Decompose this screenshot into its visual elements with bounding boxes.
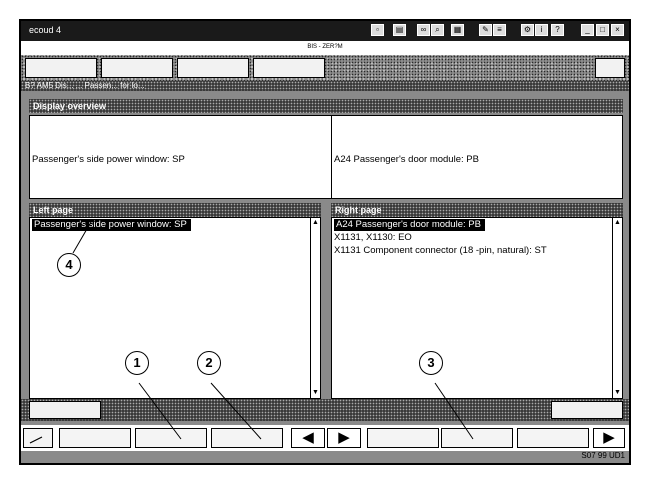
callout-1: 1 (125, 351, 149, 375)
status-button-left[interactable] (29, 401, 101, 419)
function-button-2[interactable] (135, 428, 207, 448)
right-page-scrollbar[interactable]: ▲ ▼ (612, 218, 622, 398)
window-subtitle: BIS - ZER?M (21, 41, 629, 55)
function-button-6[interactable] (517, 428, 589, 448)
toolbar-button-4[interactable] (253, 58, 325, 78)
callout-leaders (72, 221, 474, 440)
breadcrumb: B? AM5 Dis... ... Passen... for lo... (21, 81, 629, 91)
status-band (21, 399, 629, 421)
application-window: ecoud 4 ▫ ▤ ∞ ⌕ ▦ ✎ ≡ ⚙ i ? _ □ × BIS - … (19, 19, 631, 465)
search-icon[interactable]: ⌕ (431, 24, 444, 36)
app-title: ecoud 4 (29, 25, 62, 35)
minimize-icon[interactable]: _ (581, 24, 594, 36)
scroll-up-icon[interactable]: ▲ (312, 219, 319, 226)
prev-page-button[interactable]: ◀ (291, 428, 325, 448)
leader-line-1 (138, 382, 182, 440)
list-item[interactable]: X1131, X1130: EO (334, 232, 412, 243)
scroll-down-icon[interactable]: ▼ (614, 389, 621, 396)
leader-line-4 (72, 221, 92, 254)
corner-arrow-icon (29, 436, 43, 444)
display-overview-header: Display overview (29, 99, 623, 113)
document-icon[interactable]: ▤ (393, 24, 406, 36)
toolbar-button-right[interactable] (595, 58, 625, 78)
left-page-header: Left page (29, 203, 321, 217)
right-page-header: Right page (331, 203, 623, 217)
help-icon[interactable]: ? (551, 24, 564, 36)
scroll-down-icon[interactable]: ▼ (312, 389, 319, 396)
right-page-pane: A24 Passenger's door module: PB X1131, X… (331, 217, 623, 399)
close-icon[interactable]: × (611, 24, 624, 36)
overview-divider (331, 116, 332, 198)
next-page-button[interactable]: ▶ (327, 428, 361, 448)
corner-button[interactable] (23, 428, 53, 448)
callout-2: 2 (197, 351, 221, 375)
title-bar: ecoud 4 ▫ ▤ ∞ ⌕ ▦ ✎ ≡ ⚙ i ? _ □ × (21, 21, 629, 41)
function-bar: ◀ ▶ ▶ (21, 425, 629, 451)
toolbar-button-2[interactable] (101, 58, 173, 78)
function-button-4[interactable] (367, 428, 439, 448)
settings-icon[interactable]: ⚙ (521, 24, 534, 36)
overview-left-text[interactable]: Passenger's side power window: SP (32, 154, 185, 165)
toolbar-button-3[interactable] (177, 58, 249, 78)
forward-button[interactable]: ▶ (593, 428, 625, 448)
callout-4: 4 (57, 253, 81, 277)
leader-line-2 (210, 382, 262, 440)
display-overview-panel: Passenger's side power window: SP A24 Pa… (29, 115, 623, 199)
list-item-selected[interactable]: Passenger's side power window: SP (32, 219, 191, 231)
leader-line-3 (434, 382, 474, 440)
figure-reference: S07 99 UD1 (581, 451, 625, 460)
toolbar-button-1[interactable] (25, 58, 97, 78)
callout-3: 3 (419, 351, 443, 375)
function-button-3[interactable] (211, 428, 283, 448)
list-icon[interactable]: ≡ (493, 24, 506, 36)
tools-icon[interactable]: ✎ (479, 24, 492, 36)
left-page-scrollbar[interactable]: ▲ ▼ (310, 218, 320, 398)
function-button-1[interactable] (59, 428, 131, 448)
status-button-right[interactable] (551, 401, 623, 419)
list-item-selected[interactable]: A24 Passenger's door module: PB (334, 219, 485, 231)
print-icon[interactable]: ▦ (451, 24, 464, 36)
scroll-up-icon[interactable]: ▲ (614, 219, 621, 226)
list-item[interactable]: X1131 Component connector (18 -pin, natu… (334, 245, 547, 256)
top-toolbar (21, 55, 629, 81)
maximize-icon[interactable]: □ (596, 24, 609, 36)
window-icon[interactable]: ▫ (371, 24, 384, 36)
left-page-pane: Passenger's side power window: SP ▲ ▼ (29, 217, 321, 399)
function-button-5[interactable] (441, 428, 513, 448)
overview-right-text[interactable]: A24 Passenger's door module: PB (334, 154, 479, 165)
binoculars-icon[interactable]: ∞ (417, 24, 430, 36)
info-icon[interactable]: i (535, 24, 548, 36)
